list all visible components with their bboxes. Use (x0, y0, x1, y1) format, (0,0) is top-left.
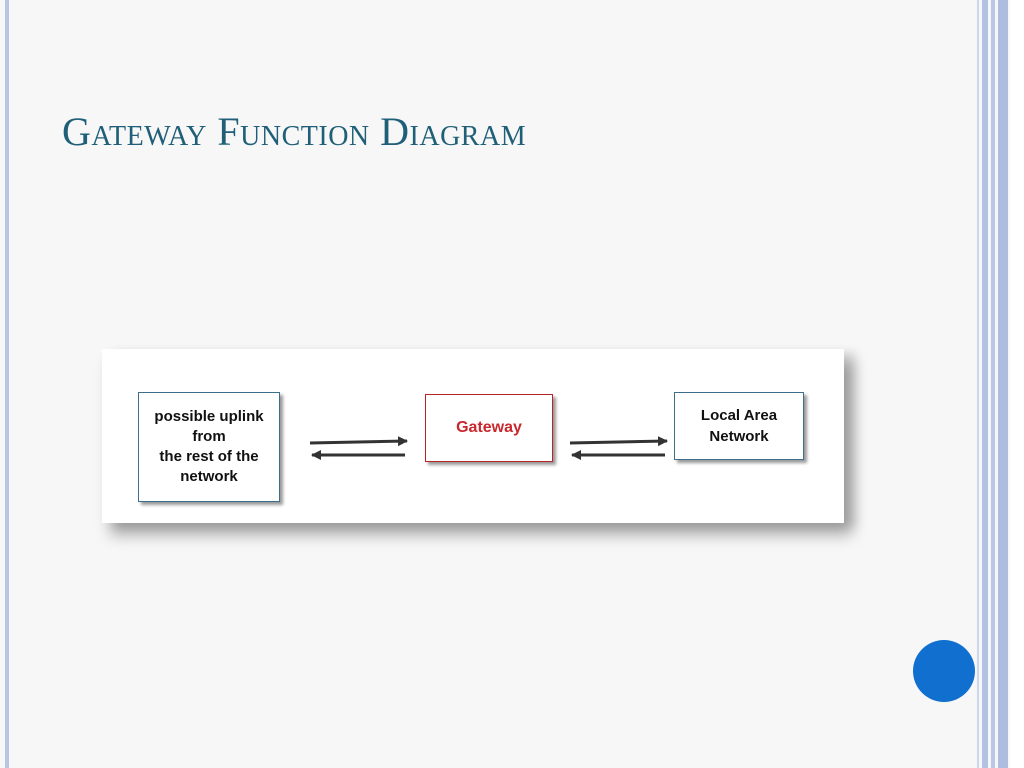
slide-title: Gateway Function Diagram (62, 109, 527, 154)
right-border-rail (991, 0, 995, 768)
arrows-layer (309, 436, 668, 460)
diagram-panel: possible uplink from the rest of the net… (102, 349, 844, 523)
right-border-rail (998, 0, 1008, 768)
uplink-node: possible uplink from the rest of the net… (138, 392, 280, 502)
right-border-rail (1010, 0, 1024, 768)
lan-node: Local Area Network (674, 392, 804, 460)
right-border-rail (977, 0, 979, 768)
arrow-uplink-to-gateway (309, 436, 408, 447)
left-border-rule (5, 0, 9, 768)
gateway-node: Gateway (425, 394, 553, 462)
arrow-gateway-to-lan (569, 436, 668, 447)
right-border-rail (982, 0, 988, 768)
accent-dot (913, 640, 975, 702)
